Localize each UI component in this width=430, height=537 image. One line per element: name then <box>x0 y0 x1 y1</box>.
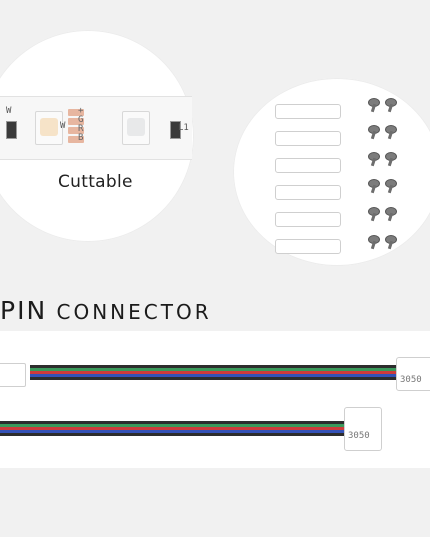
screw-icon <box>385 152 397 167</box>
rgbw-led-chip-right <box>122 111 150 145</box>
mounting-clip <box>275 239 341 254</box>
strip-mark-mid: W <box>60 121 66 131</box>
pad-label-b: B <box>78 133 84 143</box>
mounting-clip <box>275 212 341 227</box>
resistor-icon <box>6 121 17 139</box>
pad-label-plus: + <box>78 106 84 116</box>
screw-icon <box>385 207 397 222</box>
pad-label-g: G <box>78 115 84 125</box>
pad-label-r: R <box>78 124 84 134</box>
connector-mark-bottom: 3050 <box>348 431 370 441</box>
cable-connector-right: 3050 <box>396 357 430 391</box>
mounting-clip <box>275 131 341 146</box>
strip-mark-left: W <box>6 106 12 116</box>
strip-mark-right: L1 <box>178 123 189 133</box>
section-title: PIN CONNECTOR <box>0 296 212 325</box>
section-title-rest: CONNECTOR <box>56 300 212 324</box>
screw-icon <box>385 235 397 250</box>
screw-icon <box>368 207 380 222</box>
mounting-clip <box>275 185 341 200</box>
cable-connector-bottom-right: 3050 <box>344 407 382 451</box>
screw-icon <box>368 235 380 250</box>
cuttable-caption: Cuttable <box>58 172 133 192</box>
screw-icon <box>368 125 380 140</box>
led-strip: W W + G R B L1 <box>0 96 192 160</box>
rgb-ribbon-cable <box>30 365 402 380</box>
cable-connector-left <box>0 363 26 387</box>
screw-icon <box>385 98 397 113</box>
screw-icon <box>368 179 380 194</box>
screw-icon <box>385 125 397 140</box>
section-title-lead: PIN <box>0 296 48 325</box>
connector-panel: 3050 3050 <box>0 331 430 468</box>
resistor-icon <box>170 121 181 139</box>
screw-icon <box>368 98 380 113</box>
mounting-clip <box>275 104 341 119</box>
mounting-clip <box>275 158 341 173</box>
connector-mark-top: 3050 <box>400 375 422 385</box>
screw-icon <box>368 152 380 167</box>
rgb-ribbon-cable <box>0 421 346 436</box>
rgbw-led-chip-left <box>35 111 63 145</box>
screw-icon <box>385 179 397 194</box>
solder-pads <box>68 109 84 145</box>
